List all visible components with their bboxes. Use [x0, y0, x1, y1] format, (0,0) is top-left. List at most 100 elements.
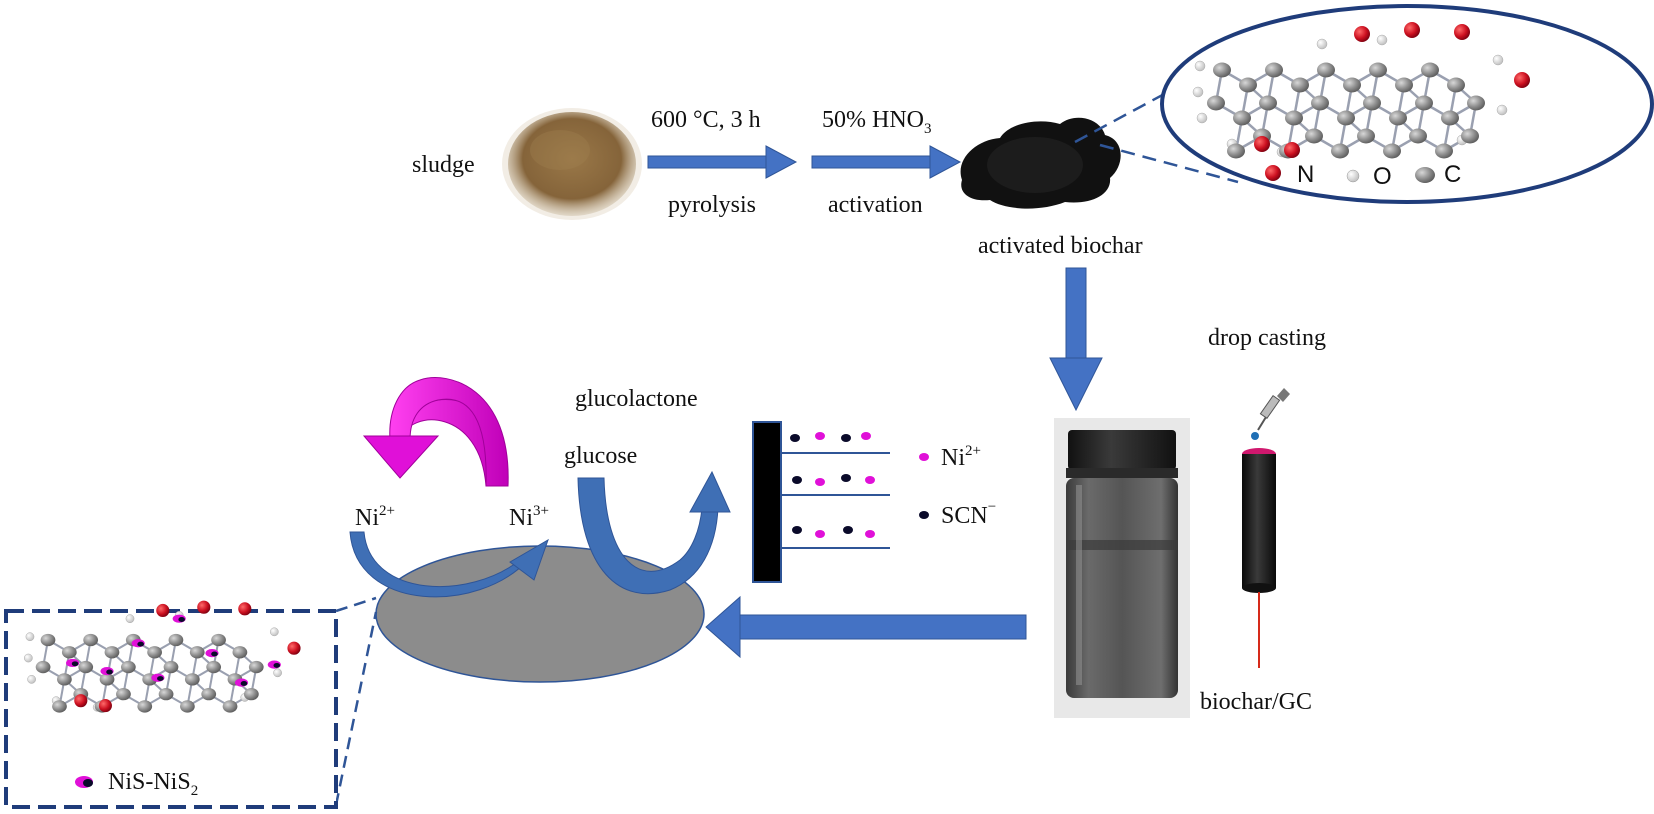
carbon-atom — [1409, 128, 1427, 144]
carbon-atom — [40, 633, 56, 647]
carbon-atom — [1259, 95, 1277, 111]
ni2-ion — [865, 476, 875, 484]
carbon-atom — [120, 660, 136, 674]
carbon-atom — [168, 633, 184, 647]
zoom-connector-top — [1074, 90, 1169, 144]
scn-ion — [792, 526, 802, 534]
ni2-ion — [865, 530, 875, 538]
carbon-atom — [1343, 77, 1361, 93]
scn-ion — [792, 476, 802, 484]
ion-layer — [790, 432, 875, 538]
graphene-molecule-top — [1192, 22, 1530, 159]
hydrogen-atom — [25, 632, 35, 642]
carbon-atom — [104, 646, 120, 659]
vial-icon — [1054, 418, 1190, 718]
legend-ni2: Ni2+ — [941, 443, 981, 471]
nitrogen-atom — [197, 600, 211, 614]
nis-particle-core — [137, 641, 144, 647]
pyrolysis-label: pyrolysis — [668, 192, 756, 218]
scn-ion — [843, 526, 853, 534]
glucose-label: glucose — [564, 443, 637, 469]
drop-casting-label: drop casting — [1208, 325, 1326, 351]
nitrogen-atom — [98, 699, 112, 713]
nitrogen-atom — [1404, 22, 1420, 38]
nitrogen-atom — [1454, 24, 1470, 40]
carbon-atom — [35, 660, 51, 674]
carbon-atom — [78, 660, 94, 674]
nitrogen-atom — [74, 694, 88, 708]
nis-particle-core — [157, 676, 164, 681]
carbon-atom — [1435, 143, 1453, 159]
carbon-atom — [1369, 62, 1387, 78]
nitrogen-atom — [287, 641, 301, 655]
nitrogen-atom — [1354, 26, 1370, 42]
carbon-atom — [1227, 143, 1245, 159]
electrode-disk — [375, 545, 705, 683]
carbon-atom — [158, 687, 174, 701]
hydrogen-atom — [1196, 112, 1208, 124]
zoom-connector-bottom — [1099, 143, 1239, 184]
carbon-atom — [57, 673, 72, 686]
hydrogen-atom — [1316, 38, 1328, 50]
hydrogen-atom — [1492, 54, 1504, 66]
carbon-atom — [1213, 62, 1231, 78]
carbon-atom — [163, 660, 179, 674]
carbon-atom — [1317, 62, 1335, 78]
carbon-atom — [211, 633, 226, 647]
carbon-atom — [1467, 95, 1485, 111]
hydrogen-atom — [1192, 86, 1204, 98]
carbon-atom — [206, 660, 222, 674]
scn-ion — [841, 434, 851, 442]
carbon-atom — [184, 673, 200, 686]
graphene-molecule-bottom — [23, 600, 301, 713]
carbon-atom — [1389, 110, 1407, 126]
zoom-connector-box-bottom — [334, 611, 378, 806]
ni2-ion — [815, 432, 825, 440]
carbon-atom — [147, 646, 162, 659]
carbon-atom — [83, 633, 99, 647]
nis-particle-core — [106, 669, 113, 675]
oxidation-arrow-blue — [577, 470, 731, 595]
scn-ion-icon — [919, 511, 929, 519]
carbon-atom — [99, 673, 115, 686]
down-arrow — [1049, 267, 1103, 412]
nitrogen-atom-icon — [1265, 165, 1281, 181]
carbon-atom — [1291, 77, 1309, 93]
hydrogen-atom — [125, 614, 135, 624]
electrode-icon — [1242, 448, 1276, 668]
pipette-icon — [1251, 388, 1290, 440]
electrode-double-layer — [752, 421, 890, 583]
activation-arrow — [811, 145, 962, 179]
redox-arrow-blue — [349, 531, 549, 598]
nitrogen-atom — [238, 602, 252, 616]
hydrogen-atom — [269, 627, 279, 637]
sludge-powder-image — [502, 108, 642, 220]
carbon-atom — [1357, 128, 1375, 144]
hydrogen-atom — [1496, 104, 1508, 116]
legend-o: O — [1373, 163, 1392, 190]
carbon-atom — [1415, 95, 1433, 111]
nis-particle-core — [240, 681, 248, 686]
carbon-atom — [1395, 77, 1413, 93]
legend-scn: SCN− — [941, 499, 996, 529]
carbon-atom-icon — [1415, 167, 1435, 183]
ion-legend: Ni2+ SCN− — [919, 443, 996, 529]
glucolactone-label: glucolactone — [575, 386, 698, 412]
carbon-atom — [1305, 128, 1323, 144]
carbon-atom — [1441, 110, 1459, 126]
carbon-atom — [1383, 143, 1401, 159]
carbon-atom — [1461, 128, 1479, 144]
carbon-atom — [52, 700, 67, 713]
carbon-atom — [1447, 77, 1465, 93]
legend-n: N — [1297, 161, 1314, 188]
carbon-atom — [116, 687, 131, 701]
nitrogen-atom — [1254, 136, 1270, 152]
ni2-ion — [815, 530, 825, 538]
legend-c: C — [1444, 161, 1461, 188]
nitrogen-atom — [1284, 142, 1300, 158]
carbon-atom — [222, 700, 238, 713]
activated-biochar-image — [960, 117, 1121, 209]
carbon-atom — [137, 700, 153, 713]
carbon-atom — [1207, 95, 1225, 111]
